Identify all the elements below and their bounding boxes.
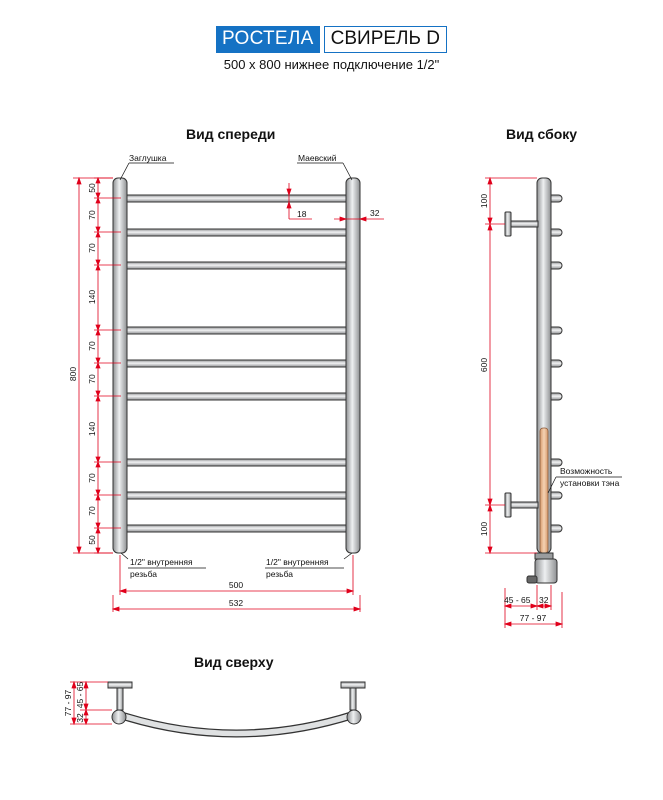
top-bracket-right (340, 681, 366, 711)
dim-width (111, 555, 362, 612)
dim-side-depth (503, 585, 564, 628)
spacing-7: 140 (87, 422, 97, 436)
thread-right-line2: резьба (266, 569, 293, 579)
bar-8 (120, 491, 352, 500)
top-dim-post: 32 (75, 713, 85, 723)
spacing-5: 70 (87, 341, 97, 351)
bar-7 (120, 458, 352, 467)
top-post-left (111, 709, 127, 725)
side-bracket-bottom (504, 492, 539, 518)
left-post (112, 177, 128, 554)
spacing-9: 70 (87, 506, 97, 516)
side-view: 100 600 100 Возможность установки тэна 4… (479, 176, 622, 628)
spacing-labels: 50 70 70 140 70 70 140 70 70 50 (87, 183, 97, 545)
heater-connector (526, 552, 558, 584)
bar-3 (120, 261, 352, 270)
side-dim-mid: 600 (479, 358, 489, 372)
height-total-label: 800 (68, 367, 78, 381)
dim-top (70, 680, 112, 726)
top-post-right (346, 709, 362, 725)
spacing-3: 70 (87, 243, 97, 253)
dim-bar-diameter (286, 183, 312, 220)
side-view-title: Вид сбоку (506, 126, 578, 142)
bar-4 (120, 326, 352, 335)
post-diameter-label: 32 (370, 208, 380, 218)
thread-left-line1: 1/2" внутренняя (130, 557, 193, 567)
side-bracket-top (504, 211, 539, 237)
bar-2 (120, 228, 352, 237)
top-view-title: Вид сверху (194, 654, 274, 670)
brand-badge: РОСТЕЛА (216, 26, 320, 53)
bar-5 (120, 359, 352, 368)
dim-side-heights (485, 176, 537, 555)
dim-post-diameter (334, 216, 384, 222)
front-view-title: Вид спереди (186, 126, 276, 142)
spacing-2: 70 (87, 210, 97, 220)
cap-label: Заглушка (129, 153, 167, 163)
spacing-10: 50 (87, 535, 97, 545)
width-center-label: 500 (229, 580, 243, 590)
spacing-4: 140 (87, 290, 97, 304)
spacing-1: 50 (87, 183, 97, 193)
bar-diameter-label: 18 (297, 209, 307, 219)
spacing-6: 70 (87, 374, 97, 384)
valve-label: Маевский (298, 153, 337, 163)
top-bracket-left (107, 681, 133, 711)
front-bars (120, 194, 352, 533)
thread-left-line2: резьба (130, 569, 157, 579)
top-view: 77 - 97 45 - 65 32 (63, 680, 366, 738)
subtitle: 500 х 800 нижнее подключение 1/2" (223, 57, 440, 72)
dim-spacing-chain (94, 176, 121, 555)
width-total-label: 532 (229, 598, 243, 608)
side-dim-depth: 45 - 65 (504, 595, 531, 605)
dim-height-total (73, 176, 113, 555)
front-view: Заглушка Маевский 18 32 800 (68, 153, 384, 612)
thread-right-line1: 1/2" внутренняя (266, 557, 329, 567)
spacing-8: 70 (87, 473, 97, 483)
side-dim-post: 32 (539, 595, 549, 605)
right-post (345, 177, 361, 554)
bar-9 (120, 524, 352, 533)
bar-1 (120, 194, 352, 203)
side-dim-total-depth: 77 - 97 (520, 613, 547, 623)
side-dim-top: 100 (479, 194, 489, 208)
model-badge: СВИРЕЛЬ D (323, 26, 447, 53)
top-dim-offset: 45 - 65 (75, 681, 85, 708)
top-dim-total: 77 - 97 (63, 689, 73, 716)
heater-element (539, 427, 549, 554)
side-dim-bottom: 100 (479, 522, 489, 536)
heater-note-line1: Возможность (560, 466, 613, 476)
heater-note-line2: установки тэна (560, 478, 620, 488)
bar-6 (120, 392, 352, 401)
